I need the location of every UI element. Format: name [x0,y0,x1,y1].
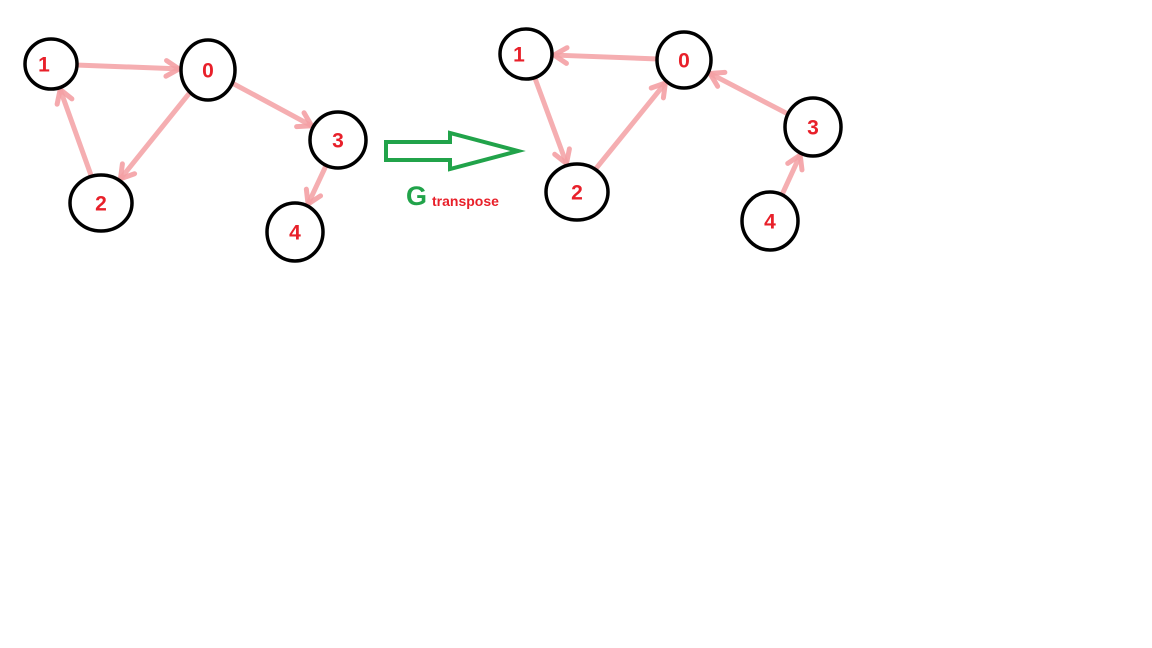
transposed-node-label: 4 [764,211,776,234]
transposed-node-label: 3 [807,117,819,140]
original-edge-arrowhead [54,87,75,107]
transposed-edge-arrowhead [648,80,668,101]
original-node-label: 0 [202,60,214,83]
transpose-caption: G transpose [406,181,499,211]
original-graph-nodes: 0 1 2 3 4 [23,37,368,263]
transposed-node-circle [783,96,843,158]
original-node-2: 2 [68,173,134,233]
original-node-3: 3 [308,110,368,170]
transposed-edge-3-to-0 [707,69,789,116]
original-edge-line [305,164,328,207]
transposed-node-circle [544,162,610,222]
transposed-graph: 0 1 2 3 4 [498,27,843,252]
original-node-1: 1 [23,37,79,91]
transform-arrow-shape [384,130,526,172]
original-edge-line [76,62,182,72]
transposed-graph-nodes: 0 1 2 3 4 [498,27,843,252]
transposed-node-0: 0 [655,30,713,90]
transposed-node-4: 4 [740,190,800,252]
transposed-graph-edges [532,45,805,196]
original-node-label: 2 [95,193,107,216]
original-node-label: 1 [38,54,50,77]
original-edge-line [57,87,94,177]
transposed-node-label: 1 [513,44,525,67]
original-edge-0-to-2 [117,91,192,182]
transposed-edge-arrowhead [707,69,728,89]
transposed-edge-line [780,152,803,196]
caption-graph-letter: G [406,181,427,211]
original-node-4: 4 [265,201,325,263]
original-edge-2-to-1 [54,87,94,177]
transposed-edge-line [594,80,668,171]
original-node-circle [265,201,325,263]
original-node-label: 3 [332,130,344,153]
original-node-circle [179,38,237,102]
original-graph: 0 1 2 3 4 [23,37,368,263]
caption-subscript: transpose [432,193,499,209]
original-node-circle [68,173,134,233]
original-edge-1-to-0 [76,58,182,79]
transposed-edge-0-to-1 [551,45,658,66]
transposed-edge-1-to-2 [532,76,572,167]
original-node-circle [23,37,79,91]
original-node-circle [308,110,368,170]
original-edge-line [231,81,315,129]
transposed-node-2: 2 [544,162,610,222]
transposed-node-label: 2 [571,182,583,205]
transposed-node-circle [498,27,554,81]
transposed-edge-arrowhead [551,45,570,66]
original-edge-3-to-4 [303,164,328,207]
original-edge-arrowhead [163,58,182,79]
transposed-node-circle [740,190,800,252]
transposed-edge-arrowhead [552,146,572,167]
transposed-edge-line [707,70,789,116]
original-node-0: 0 [179,38,237,102]
transform-arrow [384,130,526,172]
original-graph-edges [54,58,328,207]
original-edge-arrowhead [117,161,138,182]
transposed-node-3: 3 [783,96,843,158]
transposed-edge-4-to-3 [780,152,805,196]
original-edge-0-to-3 [231,81,315,130]
original-edge-line [117,91,192,182]
original-edge-arrowhead [303,186,324,207]
original-node-label: 4 [289,222,301,245]
transposed-node-label: 0 [678,50,690,73]
transposed-edge-line [532,76,569,167]
transposed-node-1: 1 [498,27,554,81]
transposed-node-circle [655,30,713,90]
transposed-edge-arrowhead [785,152,805,173]
original-edge-arrowhead [294,110,315,130]
transposed-edge-2-to-0 [594,80,668,171]
transposed-edge-line [551,52,658,62]
